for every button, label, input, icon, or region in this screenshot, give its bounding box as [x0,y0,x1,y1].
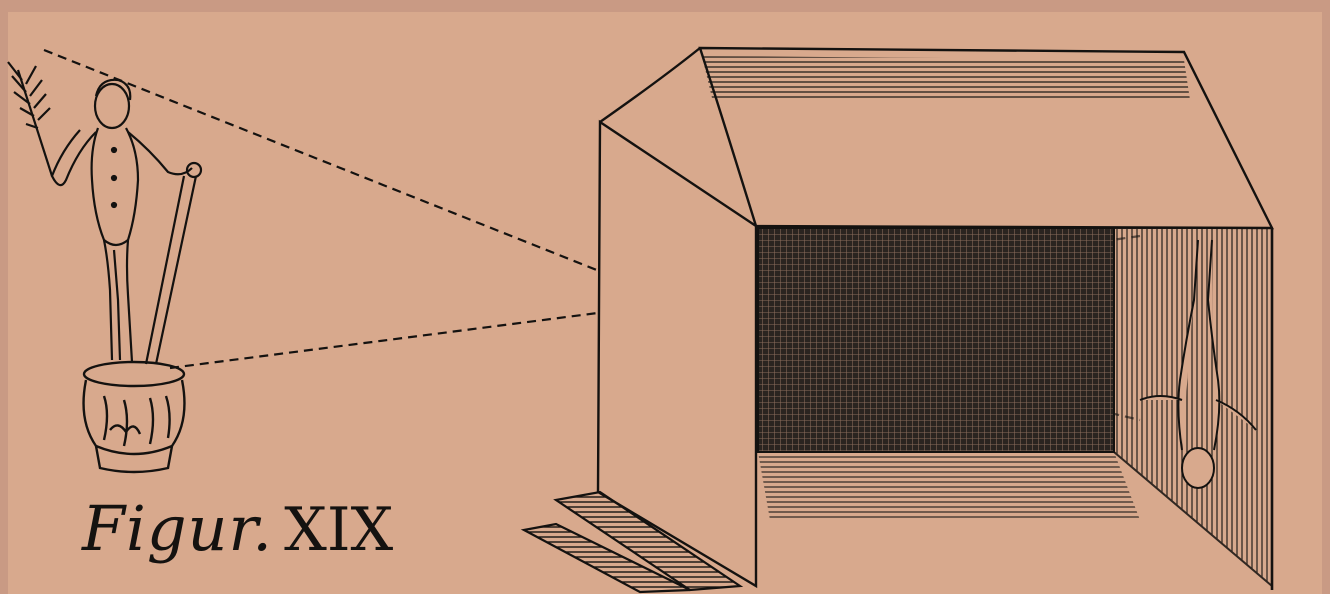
camera-box [598,48,1272,590]
standing-figure [8,62,201,364]
figure-number: XIX [284,495,393,565]
figure-label: Figur. [82,492,273,565]
figure-caption: Figur. XIX [82,492,393,565]
cauldron [84,362,185,472]
